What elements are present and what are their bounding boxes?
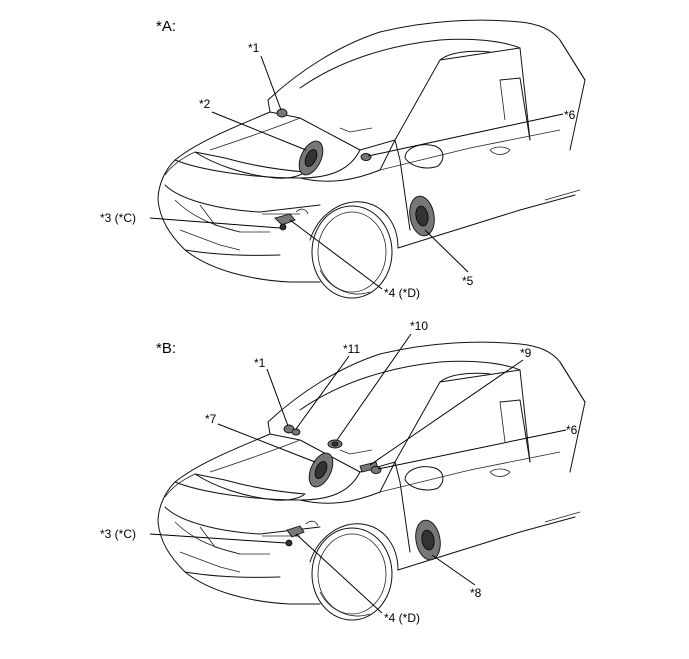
panel-b-leader-lines	[149, 333, 567, 614]
panel-a-callout-2: *2	[199, 97, 211, 111]
panel-a-leader-lines	[149, 55, 564, 290]
panel-a-callout-1: *1	[248, 41, 260, 55]
panel-a-callout-4: *4 (*D)	[384, 286, 420, 300]
panel-b-callout-6: *6	[566, 423, 578, 437]
panel-a-callout-5: *5	[462, 274, 474, 288]
panel-b-callout-10: *10	[410, 319, 428, 333]
panel-b-callout-8: *8	[470, 586, 482, 600]
panel-a-car-outline	[157, 19, 586, 299]
panel-b-car-outline	[157, 341, 586, 621]
panel-b-callout-1: *1	[254, 356, 266, 370]
panel-b-callout-11: *11	[343, 342, 360, 356]
panel-b-callout-9: *9	[520, 346, 532, 360]
panel-a-section-label: *A:	[156, 18, 176, 35]
panel-b-part-6-tweeter	[370, 466, 382, 474]
panel-a-callout-3: *3 (*C)	[100, 211, 136, 225]
panel-b-part-3-sensor	[285, 539, 293, 547]
panel-a-part-1-tweeter	[276, 108, 288, 118]
panel-b-callout-7: *7	[205, 412, 217, 426]
panel-a-callout-6: *6	[564, 108, 576, 122]
panel-a-part-5-door-speaker	[409, 195, 435, 237]
panel-a-part-2-front-speaker	[298, 140, 324, 176]
panel-a-part-6-tweeter	[360, 153, 372, 161]
panel-a-part-3-sensor	[279, 223, 287, 231]
panel-b-part-11-speaker	[291, 428, 301, 436]
panel-b-section-label: *B:	[156, 340, 176, 357]
panel-b-callout-4: *4 (*D)	[384, 611, 420, 625]
panel-b-part-8-door-speaker	[415, 519, 441, 561]
panel-b-part-7-front-speaker	[308, 452, 334, 488]
panel-b-part-4-amplifier	[286, 520, 319, 538]
panel-b-part-10-center-speaker	[327, 439, 343, 449]
panel-b-callout-3: *3 (*C)	[100, 527, 136, 541]
panel-a-part-4-amplifier	[274, 208, 309, 226]
